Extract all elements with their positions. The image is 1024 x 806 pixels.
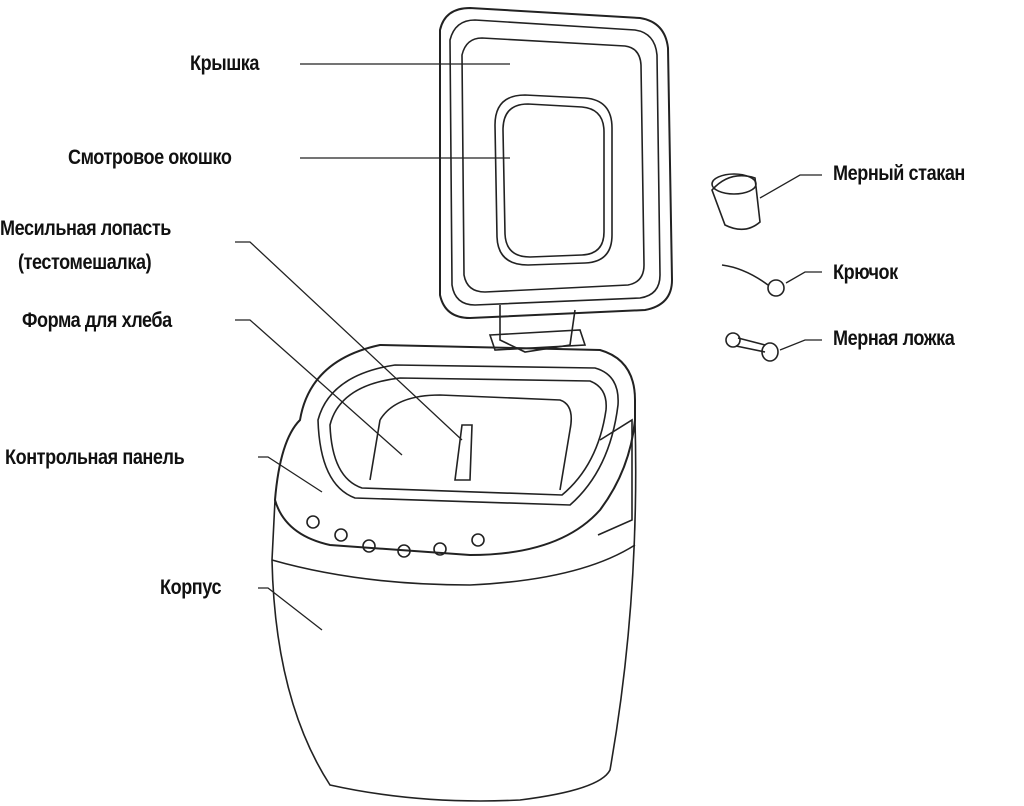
label-lid: Крышка [190, 52, 260, 75]
label-measuring-spoon: Мерная ложка [833, 327, 955, 350]
label-window: Смотровое окошко [68, 146, 232, 169]
accessories-drawing [711, 173, 785, 362]
label-paddle: Месильная лопасть [0, 217, 171, 240]
label-paddle-note: (тестомешалка) [18, 251, 152, 274]
label-body: Корпус [160, 576, 222, 599]
label-hook: Крючок [833, 261, 898, 284]
leader-lines [235, 63, 822, 631]
label-control-panel: Контрольная панель [5, 446, 185, 469]
label-measuring-cup: Мерный стакан [833, 162, 965, 185]
lid-drawing [439, 6, 674, 353]
label-pan: Форма для хлеба [22, 309, 172, 332]
body-drawing [271, 343, 637, 802]
